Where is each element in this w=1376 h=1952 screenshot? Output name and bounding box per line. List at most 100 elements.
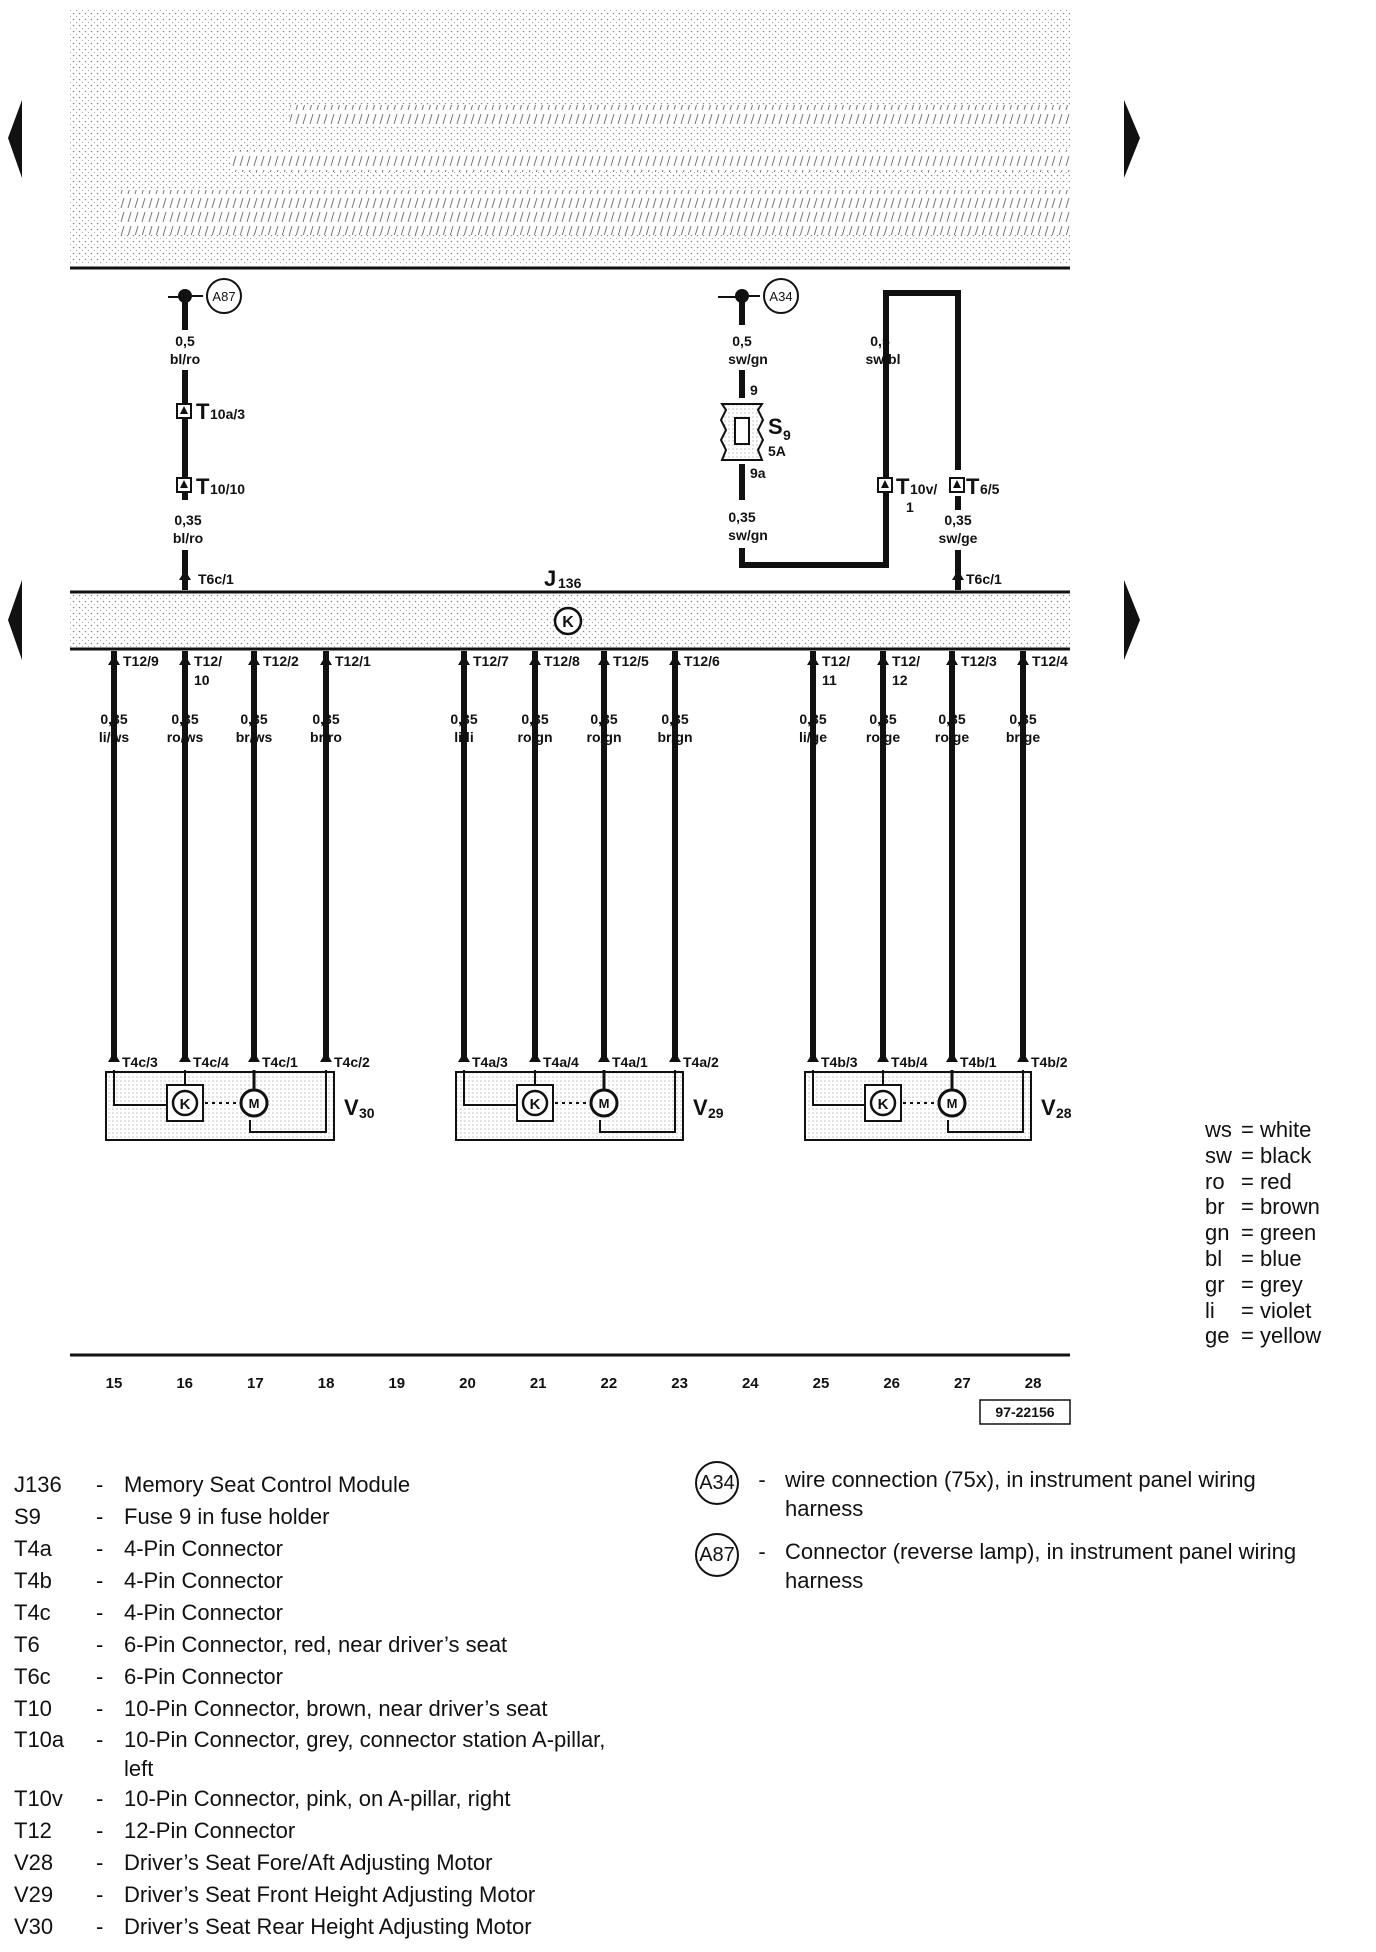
wire-a87-size: 0,5	[175, 333, 195, 349]
connection-legend-row: A34 - wire connection (75x), in instrume…	[695, 1461, 1305, 1523]
wire-size: 0,35	[869, 711, 896, 727]
wire-a87-color: bl/ro	[170, 351, 200, 367]
connector-t10a3-main: T	[196, 399, 210, 424]
motor-internal-wire	[463, 1070, 517, 1106]
motor-sensor-letter: K	[180, 1096, 191, 1113]
motor-code: V	[693, 1095, 708, 1120]
pin-label: T12/7	[473, 653, 509, 669]
wire-arrow	[248, 655, 260, 665]
connector-t1010-sub: 10/10	[210, 481, 245, 497]
column-number: 24	[742, 1375, 759, 1392]
motor-sensor-letter: K	[530, 1096, 541, 1113]
connector-t10v1-main: T	[896, 474, 910, 499]
wire-arrow	[877, 1052, 889, 1062]
component-legend: J136-Memory Seat Control Module S9-Fuse …	[14, 1469, 664, 1943]
wire-arrow	[946, 1052, 958, 1062]
fuse-pin-in: 9	[750, 382, 758, 398]
color-legend-row: bl= blue	[1205, 1245, 1302, 1271]
column-number: 21	[530, 1375, 547, 1392]
prev-page-arrow-mid[interactable]	[8, 580, 22, 660]
motor-pin-label: T4a/1	[612, 1054, 648, 1070]
upper-shaded-area	[70, 10, 1070, 270]
wire-color: br/gn	[658, 729, 693, 745]
motor-code: V	[1041, 1095, 1056, 1120]
motor-internal-wire	[812, 1070, 865, 1106]
wire-size: 0,35	[1009, 711, 1036, 727]
column-number: 16	[176, 1375, 193, 1392]
wire-arrow	[108, 655, 120, 665]
component-legend-row: T4c-4-Pin Connector	[14, 1600, 283, 1625]
figure-id-box	[979, 1399, 1071, 1425]
pin-label: T12/1	[335, 653, 371, 669]
wire-size: 0,35	[661, 711, 688, 727]
motor-pin-label: T4b/3	[821, 1054, 858, 1070]
motor-sensor-symbol	[171, 1089, 199, 1117]
motor-sub: 28	[1056, 1105, 1072, 1121]
column-number: 26	[883, 1375, 900, 1392]
motor-internal-wire	[249, 1070, 327, 1133]
wire-a87-lower-size: 0,35	[174, 512, 201, 528]
motor-letter: M	[599, 1096, 610, 1111]
component-legend-row: T4b-4-Pin Connector	[14, 1568, 283, 1593]
next-page-arrow-top[interactable]	[1124, 100, 1140, 178]
wire-color: ro/ge	[935, 729, 969, 745]
wire-size: 0,35	[100, 711, 127, 727]
wire-arrow	[598, 1052, 610, 1062]
control-module-j136: K J 136	[70, 566, 1070, 651]
motor-pin-label: T4c/4	[193, 1054, 229, 1070]
column-number: 22	[601, 1375, 618, 1392]
wire-arrow	[529, 1052, 541, 1062]
wire-color: li/ws	[99, 729, 130, 745]
connector-t1010-main: T	[196, 474, 210, 499]
pin-label: T12/	[892, 653, 920, 669]
wiring-diagram: A87 0,5 bl/ro T 10a/3 T 10/10 0,35 bl/ro…	[8, 10, 1140, 1425]
pin-label: T12/9	[123, 653, 159, 669]
color-legend-row: gn= green	[1205, 1220, 1317, 1246]
motor-pin-label: T4b/4	[891, 1054, 928, 1070]
prev-page-arrow-top[interactable]	[8, 100, 22, 178]
pin-label: T12/	[194, 653, 222, 669]
motor-internal-wire	[599, 1070, 676, 1133]
pin-label: T12/5	[613, 653, 649, 669]
motor-pin-label: T4b/1	[960, 1054, 997, 1070]
component-legend-row: J136-Memory Seat Control Module	[14, 1472, 411, 1497]
component-legend-row: V28-Driver’s Seat Fore/Aft Adjusting Mot…	[14, 1850, 493, 1875]
pin-label-cont: 10	[194, 672, 210, 688]
wire-size: 0,35	[938, 711, 965, 727]
wire-color: ro/gn	[518, 729, 553, 745]
connection-legend: A34 - wire connection (75x), in instrume…	[695, 1461, 1305, 1605]
fuse-code: S	[768, 414, 783, 439]
wire-arrow	[320, 1052, 332, 1062]
component-legend-row: T4a-4-Pin Connector	[14, 1536, 283, 1561]
connector-t65-main: T	[966, 474, 980, 499]
motor-internal-wire	[947, 1070, 1024, 1133]
wire-swbl-color: sw/bl	[865, 351, 900, 367]
wire-arrow	[1017, 655, 1029, 665]
motor-letter: M	[249, 1096, 260, 1111]
wire-arrow	[807, 1052, 819, 1062]
wire-size: 0,35	[240, 711, 267, 727]
motor-pin-label: T4c/2	[334, 1054, 370, 1070]
color-legend-row: ge= yellow	[1205, 1323, 1322, 1349]
wire-size: 0,35	[521, 711, 548, 727]
wire-arrow	[458, 655, 470, 665]
component-legend-row: T6c-6-Pin Connector	[14, 1664, 283, 1689]
connector-t10a3-sub: 10a/3	[210, 406, 245, 422]
color-legend-row: li= violet	[1205, 1297, 1312, 1323]
next-page-arrow-mid[interactable]	[1124, 580, 1140, 660]
wire-s9-lower-color: sw/gn	[728, 527, 768, 543]
motor-symbol	[937, 1088, 967, 1118]
connector-t10v1-sub2: 1	[906, 499, 914, 515]
column-number: 23	[671, 1375, 688, 1392]
wire-swbl-size: 0,5	[870, 333, 890, 349]
connector-t65-sub: 6/5	[980, 481, 1000, 497]
wire-swge-size: 0,35	[944, 512, 971, 528]
module-k-letter: K	[562, 614, 574, 631]
fuse-s9	[719, 403, 765, 461]
module-sub: 136	[558, 575, 582, 591]
wire-arrow	[877, 655, 889, 665]
color-legend-row: ro= red	[1205, 1168, 1292, 1194]
component-legend-row: T10-10-Pin Connector, brown, near driver…	[14, 1696, 548, 1721]
motor-code: V	[344, 1095, 359, 1120]
